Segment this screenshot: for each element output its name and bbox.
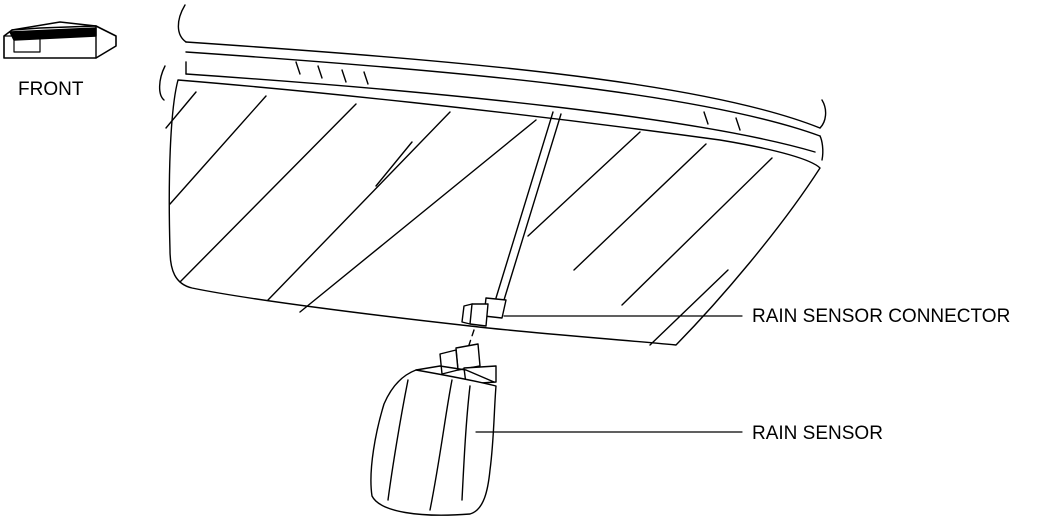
- windshield-glass: [165, 79, 821, 346]
- roof-edge: [158, 4, 827, 161]
- rain-sensor-body: [370, 343, 497, 516]
- rain-sensor-connector-label: RAIN SENSOR CONNECTOR: [752, 306, 1011, 327]
- front-direction-icon: [3, 21, 117, 59]
- front-label: FRONT: [18, 79, 84, 100]
- connector-harness: [461, 111, 562, 349]
- rain-sensor-label: RAIN SENSOR: [752, 423, 883, 444]
